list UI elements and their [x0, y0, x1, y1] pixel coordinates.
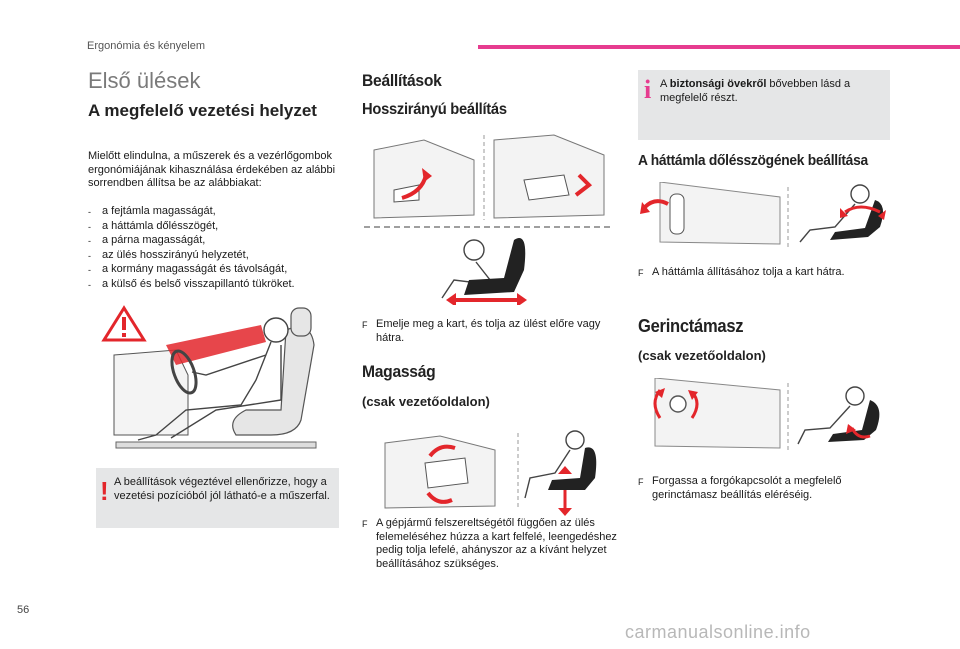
driving-position-intro: Mielőtt elindulna, a műszerek és a vezér…	[88, 150, 336, 189]
height-heading: Magasság	[362, 362, 436, 381]
list-item: -a fejtámla magasságát,	[88, 205, 216, 217]
driving-position-illustration	[96, 300, 336, 460]
step-bullet-icon: F	[362, 320, 368, 330]
header-accent-bar	[478, 45, 960, 49]
height-adjustment-illustration	[384, 430, 597, 516]
header-section-title: Ergonómia és kényelem	[87, 40, 206, 52]
info-note-text: A biztonsági övekről bővebben lásd a meg…	[660, 78, 851, 104]
info-icon: i	[644, 75, 652, 104]
backrest-angle-heading: A háttámla dőlésszögének beállítása	[638, 152, 868, 169]
warning-triangle-icon	[101, 305, 147, 342]
step-bullet-icon: F	[638, 268, 644, 278]
settings-heading: Beállítások	[362, 71, 442, 90]
watermark: carmanualsonline.info	[625, 622, 811, 642]
warning-icon: !	[100, 476, 109, 506]
backrest-adjustment-illustration	[640, 182, 886, 247]
lumbar-heading: Gerinctámasz	[638, 316, 744, 336]
page-title: Első ülések	[88, 68, 201, 93]
driving-position-heading: A megfelelő vezetési helyzet	[88, 101, 317, 120]
longitudinal-heading: Hosszirányú beállítás	[362, 101, 507, 118]
list-item: -az ülés hosszirányú helyzetét,	[88, 248, 249, 261]
list-item: -a párna magasságát,	[88, 234, 206, 246]
longitudinal-adjustment-illustration	[364, 134, 614, 305]
adjustment-order-list: -a fejtámla magasságát, -a háttámla dőlé…	[88, 205, 340, 292]
step-bullet-icon: F	[638, 477, 644, 487]
list-item: -a kormány magasságát és távolságát,	[88, 263, 288, 275]
warning-note-text: A beállítások végeztével ellenőrizze, ho…	[114, 476, 330, 502]
step-bullet-icon: F	[362, 519, 368, 529]
height-subheading: (csak vezetőoldalon)	[362, 394, 490, 409]
list-item: -a háttámla dőlésszögét,	[88, 219, 219, 232]
info-note: i A biztonsági övekről bővebben lásd a m…	[638, 70, 890, 140]
lumbar-adjustment-illustration	[653, 378, 880, 450]
page-number: 56	[17, 604, 30, 616]
list-item: -a külső és belső visszapillantó tükröke…	[88, 277, 295, 290]
lumbar-subheading: (csak vezetőoldalon)	[638, 348, 766, 363]
warning-note: ! A beállítások végeztével ellenőrizze, …	[96, 468, 339, 528]
